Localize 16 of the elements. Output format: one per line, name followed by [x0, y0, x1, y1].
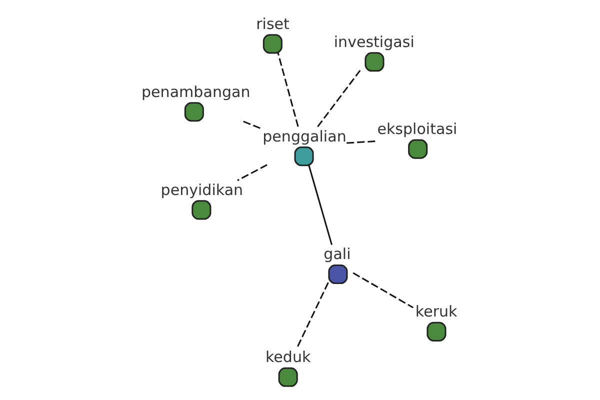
node-label: eksploitasi — [377, 120, 458, 138]
node-label: penyidikan — [160, 180, 244, 199]
node-label: keduk — [266, 348, 311, 366]
node-label: penambangan — [142, 82, 250, 101]
node-label: investigasi — [334, 32, 414, 51]
node-label: keruk — [415, 302, 458, 321]
connector — [296, 282, 329, 348]
node-label: riset — [256, 14, 290, 33]
connector — [237, 164, 268, 182]
connector — [317, 70, 361, 128]
node-label: penggalian — [262, 127, 346, 146]
connector — [308, 164, 332, 246]
connector — [346, 140, 376, 144]
connector — [352, 272, 414, 308]
node-label: gali — [324, 245, 351, 264]
connector — [277, 52, 299, 127]
